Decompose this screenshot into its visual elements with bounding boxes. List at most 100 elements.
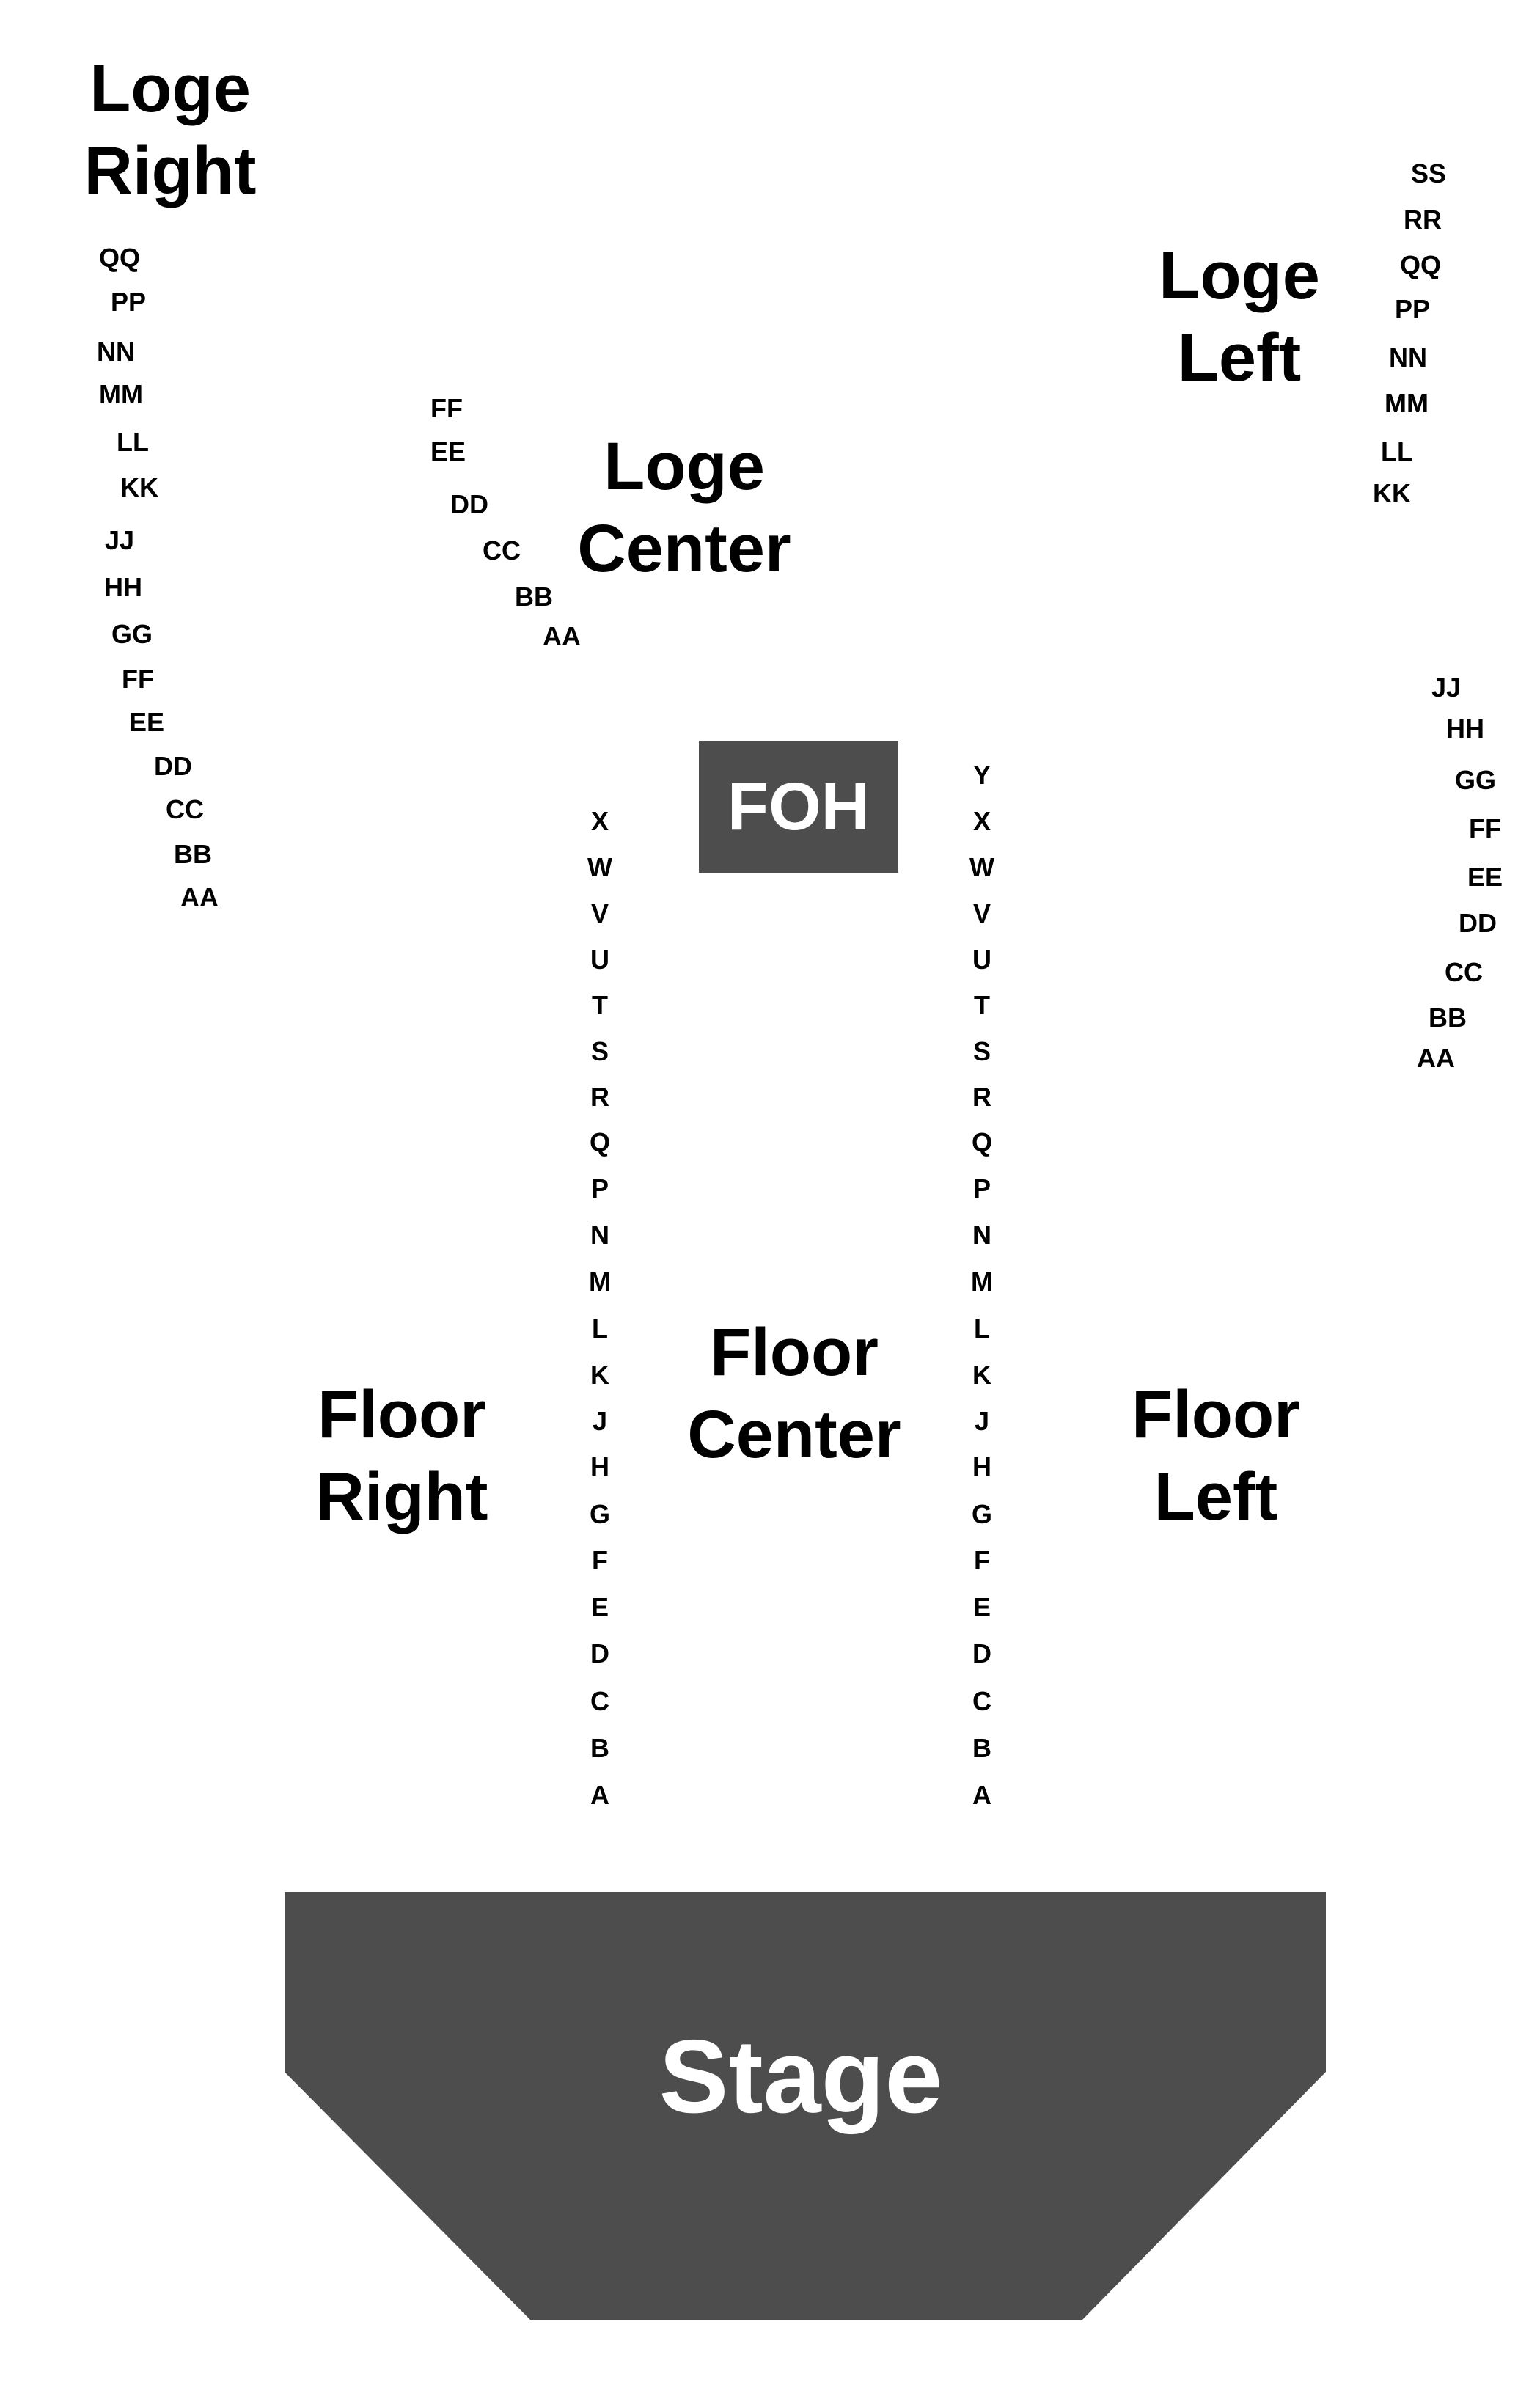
- row-label-floor-right-aisle[interactable]: E: [590, 1592, 609, 1622]
- row-label-loge-left-upper[interactable]: QQ: [1399, 250, 1442, 280]
- section-loge-center-line2: Center: [577, 511, 791, 586]
- row-label-floor-left-aisle[interactable]: H: [972, 1451, 991, 1481]
- row-label-loge-center[interactable]: CC: [483, 535, 521, 565]
- row-label-floor-left-aisle[interactable]: K: [972, 1360, 991, 1390]
- section-floor-left-line1: Floor: [1132, 1377, 1300, 1452]
- row-label-loge-center[interactable]: EE: [430, 436, 466, 466]
- row-label-loge-left-lower[interactable]: FF: [1469, 813, 1501, 843]
- section-floor-right-line2: Right: [315, 1459, 488, 1534]
- row-label-loge-right[interactable]: JJ: [104, 525, 135, 555]
- row-label-loge-right[interactable]: LL: [117, 427, 149, 457]
- row-label-loge-right[interactable]: HH: [104, 572, 142, 602]
- row-label-floor-left-aisle[interactable]: J: [974, 1406, 990, 1436]
- row-label-floor-right-aisle[interactable]: W: [587, 852, 612, 882]
- row-label-loge-left-upper[interactable]: SS: [1410, 158, 1447, 188]
- row-label-loge-left-lower[interactable]: EE: [1467, 862, 1503, 892]
- row-label-loge-right[interactable]: FF: [122, 664, 154, 694]
- row-label-loge-left-lower[interactable]: JJ: [1431, 673, 1462, 703]
- row-label-floor-left-aisle[interactable]: E: [972, 1592, 991, 1622]
- row-label-floor-right-aisle[interactable]: Q: [589, 1127, 611, 1157]
- row-label-loge-center[interactable]: BB: [515, 582, 553, 612]
- row-label-floor-left-aisle[interactable]: C: [972, 1686, 991, 1716]
- row-label-loge-left-lower[interactable]: AA: [1417, 1043, 1455, 1073]
- row-label-loge-left-lower[interactable]: GG: [1454, 765, 1497, 795]
- row-label-floor-left-aisle[interactable]: F: [974, 1545, 990, 1575]
- row-label-loge-center[interactable]: DD: [450, 489, 488, 519]
- section-floor-left[interactable]: Floor Left: [1132, 1374, 1300, 1538]
- section-loge-center-line1: Loge: [604, 429, 765, 504]
- row-label-floor-right-aisle[interactable]: L: [592, 1314, 608, 1344]
- row-label-floor-right-aisle[interactable]: B: [590, 1733, 609, 1763]
- row-label-floor-left-aisle[interactable]: D: [972, 1638, 991, 1668]
- row-label-loge-right[interactable]: KK: [120, 472, 158, 502]
- row-label-floor-right-aisle[interactable]: X: [590, 806, 609, 836]
- row-label-floor-right-aisle[interactable]: G: [589, 1499, 611, 1529]
- row-label-floor-right-aisle[interactable]: P: [590, 1173, 609, 1204]
- row-label-loge-left-upper[interactable]: LL: [1381, 436, 1413, 466]
- row-label-loge-left-upper[interactable]: KK: [1373, 478, 1411, 508]
- row-label-loge-left-lower[interactable]: CC: [1445, 957, 1483, 987]
- row-label-loge-right[interactable]: AA: [180, 882, 219, 912]
- row-label-floor-left-aisle[interactable]: U: [972, 945, 991, 975]
- row-label-floor-left-aisle[interactable]: V: [972, 898, 991, 928]
- row-label-floor-left-aisle[interactable]: L: [974, 1314, 990, 1344]
- row-label-loge-right[interactable]: NN: [97, 337, 135, 367]
- row-label-floor-right-aisle[interactable]: R: [590, 1082, 609, 1112]
- row-label-floor-left-aisle[interactable]: T: [974, 990, 990, 1020]
- row-label-loge-left-upper[interactable]: MM: [1385, 388, 1429, 418]
- row-label-floor-left-aisle[interactable]: R: [972, 1082, 991, 1112]
- row-label-floor-right-aisle[interactable]: A: [590, 1780, 609, 1810]
- row-label-floor-right-aisle[interactable]: C: [590, 1686, 609, 1716]
- row-label-loge-left-lower[interactable]: BB: [1429, 1003, 1467, 1033]
- row-label-loge-left-upper[interactable]: PP: [1394, 294, 1431, 324]
- row-label-floor-left-aisle[interactable]: P: [972, 1173, 991, 1204]
- row-label-loge-center[interactable]: FF: [430, 393, 463, 423]
- row-label-loge-right[interactable]: DD: [154, 751, 192, 781]
- row-label-loge-right[interactable]: QQ: [98, 243, 141, 273]
- row-label-loge-right[interactable]: CC: [166, 794, 204, 824]
- row-label-loge-left-upper[interactable]: NN: [1389, 342, 1427, 373]
- section-floor-center-line1: Floor: [710, 1315, 879, 1390]
- row-label-floor-right-aisle[interactable]: K: [590, 1360, 609, 1390]
- section-loge-right-line2: Right: [84, 133, 257, 208]
- row-label-floor-right-aisle[interactable]: F: [592, 1545, 608, 1575]
- row-label-loge-right[interactable]: BB: [174, 839, 212, 869]
- row-label-floor-left-aisle[interactable]: Q: [971, 1127, 993, 1157]
- row-label-floor-right-aisle[interactable]: N: [590, 1220, 609, 1250]
- row-label-loge-center[interactable]: AA: [543, 621, 581, 651]
- row-label-loge-left-lower[interactable]: HH: [1446, 714, 1484, 744]
- row-label-floor-right-aisle[interactable]: H: [590, 1451, 609, 1481]
- section-floor-center[interactable]: Floor Center: [687, 1311, 901, 1476]
- row-label-loge-right[interactable]: EE: [128, 707, 165, 737]
- row-label-floor-left-aisle[interactable]: G: [971, 1499, 993, 1529]
- row-label-loge-right[interactable]: GG: [111, 619, 153, 649]
- row-label-floor-right-aisle[interactable]: S: [590, 1036, 609, 1066]
- row-label-floor-right-aisle[interactable]: T: [592, 990, 608, 1020]
- section-loge-right[interactable]: Loge Right: [84, 48, 256, 212]
- row-label-floor-right-aisle[interactable]: U: [590, 945, 609, 975]
- row-label-floor-left-aisle[interactable]: Y: [972, 760, 991, 790]
- row-label-loge-right[interactable]: PP: [110, 287, 147, 317]
- row-label-floor-left-aisle[interactable]: M: [971, 1267, 993, 1297]
- section-floor-right[interactable]: Floor Right: [315, 1374, 488, 1538]
- section-loge-center[interactable]: Loge Center: [577, 425, 791, 590]
- row-label-floor-left-aisle[interactable]: W: [969, 852, 994, 882]
- section-loge-right-line1: Loge: [89, 51, 251, 126]
- row-label-floor-left-aisle[interactable]: X: [972, 806, 991, 836]
- row-label-floor-left-aisle[interactable]: N: [972, 1220, 991, 1250]
- section-floor-left-line2: Left: [1154, 1459, 1278, 1534]
- row-label-floor-right-aisle[interactable]: J: [592, 1406, 608, 1436]
- row-label-floor-right-aisle[interactable]: D: [590, 1638, 609, 1668]
- row-label-loge-left-lower[interactable]: DD: [1459, 908, 1497, 938]
- row-label-floor-left-aisle[interactable]: A: [972, 1780, 991, 1810]
- row-label-loge-right[interactable]: MM: [99, 379, 143, 409]
- section-loge-left[interactable]: Loge Left: [1159, 235, 1320, 399]
- row-label-floor-left-aisle[interactable]: S: [972, 1036, 991, 1066]
- row-label-loge-left-upper[interactable]: RR: [1404, 205, 1442, 235]
- row-label-floor-right-aisle[interactable]: M: [589, 1267, 611, 1297]
- section-loge-left-line1: Loge: [1159, 238, 1320, 313]
- row-label-floor-left-aisle[interactable]: B: [972, 1733, 991, 1763]
- row-label-floor-right-aisle[interactable]: V: [590, 898, 609, 928]
